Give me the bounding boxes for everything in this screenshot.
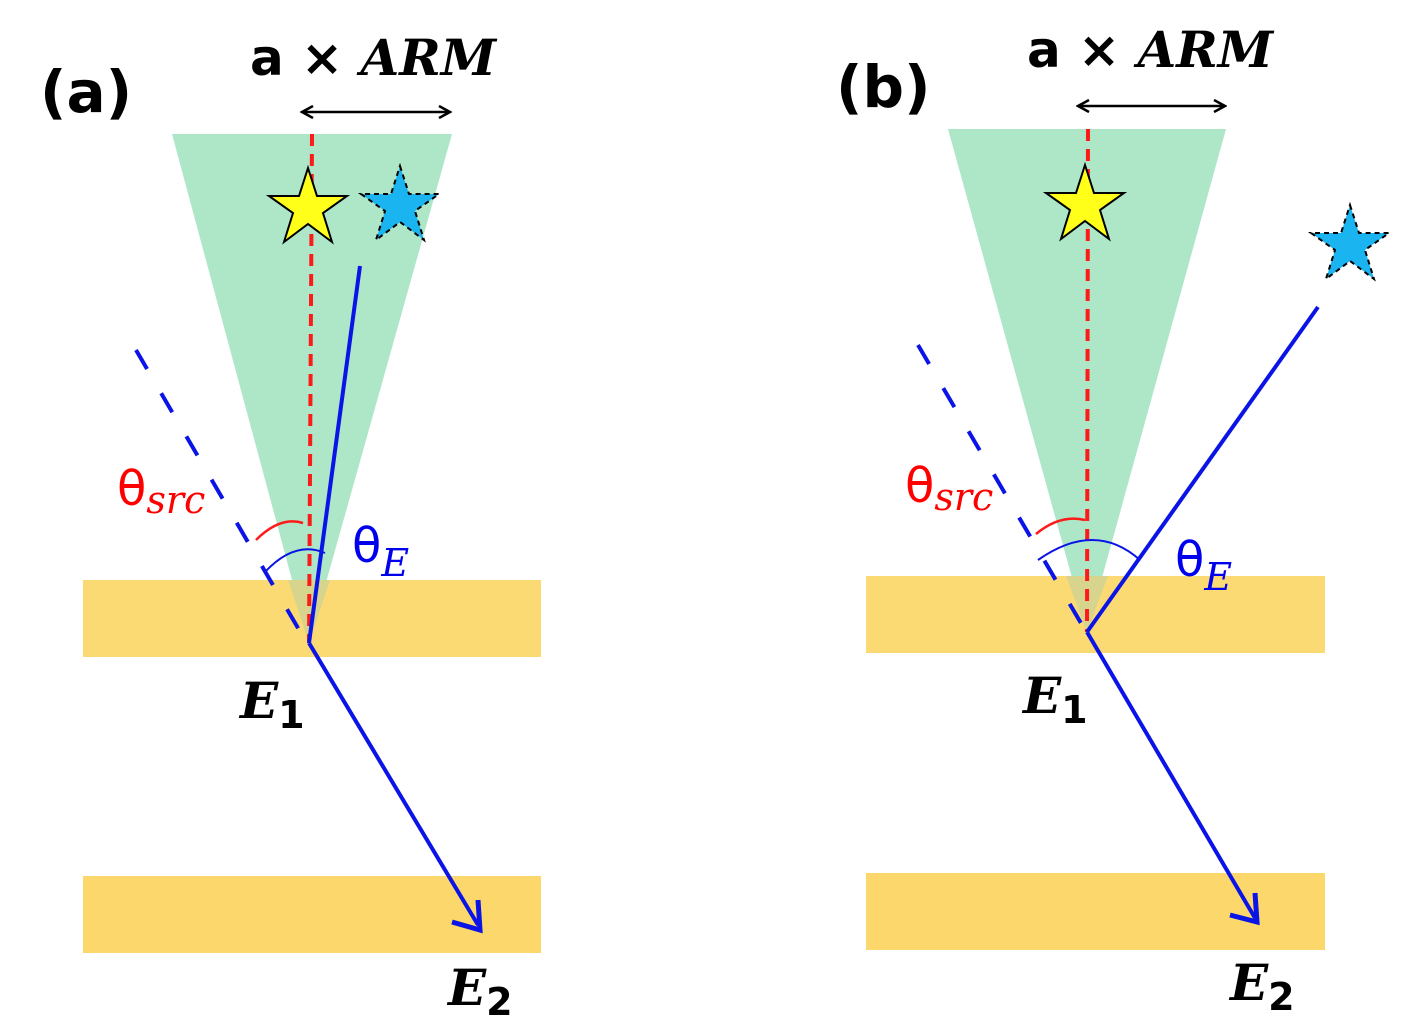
panel-a: (a) a × ARM θsrc θE E1 E2 [40, 28, 541, 1024]
panel-a-theta-src-arc [255, 520, 304, 541]
panel-a-e2-label: E2 [446, 958, 513, 1024]
panel-b-e2-label: E2 [1228, 953, 1295, 1019]
panel-a-scattered-track [307, 641, 480, 927]
panel-a-cone-overlap [288, 580, 330, 643]
panel-a-theta-e-arc [264, 548, 326, 573]
panel-b-theta-src-label: θsrc [905, 458, 993, 519]
panel-a-detector-layer-2 [83, 876, 541, 953]
panel-b-arm-label: a × ARM [1027, 20, 1275, 79]
panel-a-arm-label: a × ARM [250, 28, 498, 87]
panel-b-scattered-track [1085, 630, 1257, 920]
panel-a-label: (a) [40, 58, 132, 126]
panel-b-detector-layer-2 [866, 873, 1325, 950]
panel-a-scattered-arrowhead [451, 899, 483, 934]
panel-b-electron-direction [1085, 305, 1320, 634]
panel-b: (b) a × ARM θsrc θE E1 E2 [836, 20, 1393, 1019]
panel-a-theta-src-label: θsrc [117, 461, 205, 522]
panel-b-cone-overlap [1066, 576, 1108, 632]
panel-a-cone [172, 134, 452, 643]
panel-b-theta-e-arc [1037, 539, 1141, 561]
panel-b-label: (b) [836, 53, 931, 121]
panel-a-e1-label: E1 [238, 671, 305, 737]
panel-b-scattered-arrowhead [1229, 892, 1260, 926]
panel-b-theta-src-arc [1035, 517, 1086, 535]
panel-b-true-source-star-icon [1042, 161, 1128, 242]
panel-a-theta-e-label: θE [352, 518, 409, 585]
panel-b-e1-label: E1 [1021, 666, 1088, 732]
panel-a-true-source-star-icon [265, 164, 351, 245]
panel-b-reconstructed-star-icon [1307, 201, 1393, 282]
panel-a-electron-direction [307, 265, 362, 644]
panel-b-incoming-direction [916, 343, 1087, 632]
panel-b-theta-e-label: θE [1175, 532, 1232, 599]
panel-a-reconstructed-star-icon [357, 162, 443, 243]
panel-a-incoming-direction [134, 348, 307, 642]
